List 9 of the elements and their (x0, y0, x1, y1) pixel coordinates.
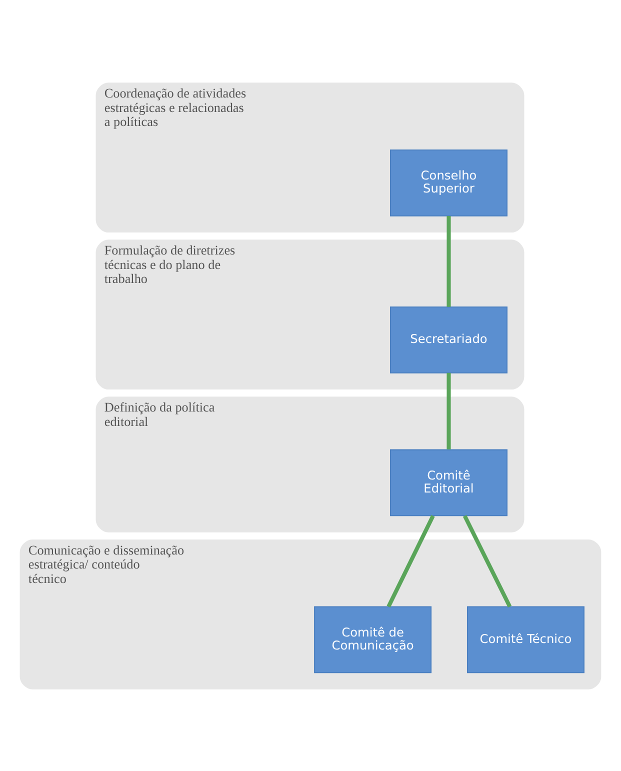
node-box: Comitê Técnico (466, 606, 584, 673)
node-box: Comitê Editorial (390, 448, 508, 516)
connector (462, 514, 512, 608)
node-box: Conselho Superior (390, 149, 508, 216)
connector (446, 216, 451, 306)
connector (446, 372, 451, 449)
node-box: Secretariado (390, 306, 508, 373)
node-box: Comitê de Comunicação (314, 606, 432, 673)
connector (386, 514, 435, 608)
